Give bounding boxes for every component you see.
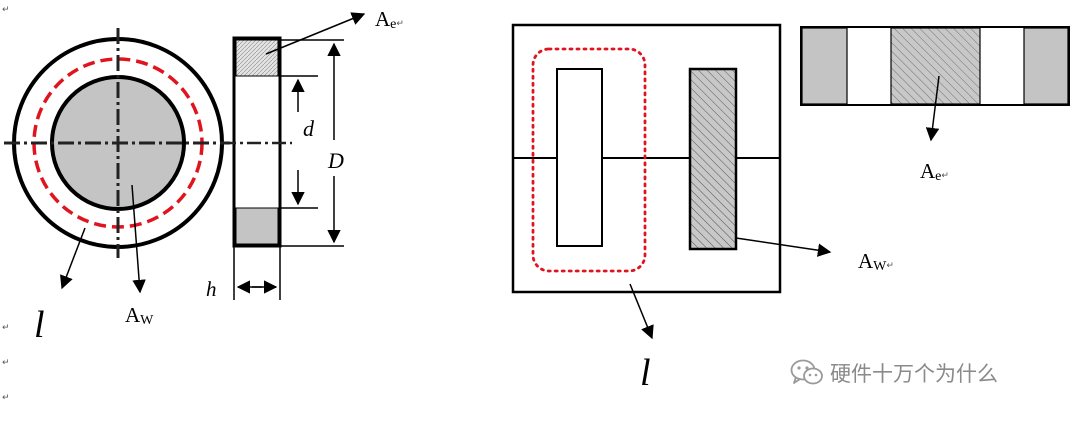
label-h: h <box>206 277 217 301</box>
watermark: 硬件十万个为什么 <box>790 358 998 388</box>
ee-core-front-view: AW↵ l <box>511 23 894 394</box>
section-outer-leg-right <box>1023 27 1069 105</box>
wechat-icon <box>790 359 824 387</box>
label-l-left: l <box>34 304 45 346</box>
section-center-leg <box>890 27 981 105</box>
section-outer-leg-left <box>801 27 848 105</box>
arrow-l-left <box>60 227 86 290</box>
core-section-top <box>235 39 279 77</box>
paragraph-mark: ↵ <box>2 358 10 368</box>
toroid-side-section: d D h Ae↵ <box>206 7 404 301</box>
paragraph-mark: ↵ <box>2 323 10 333</box>
label-ae-right: Ae↵ <box>920 159 949 184</box>
arrow-ae-right <box>925 75 940 142</box>
label-l-right: l <box>640 352 651 394</box>
window-right-hatched <box>688 67 738 251</box>
watermark-text: 硬件十万个为什么 <box>830 362 998 386</box>
paragraph-mark: ↵ <box>2 393 10 403</box>
label-d: d <box>303 116 315 141</box>
arrow-l-right <box>629 283 654 340</box>
label-aw-right: AW↵ <box>858 249 894 274</box>
label-ae-left: Ae↵ <box>375 7 404 32</box>
arrow-ae-left <box>265 12 366 55</box>
label-aw-left: AW <box>125 303 154 328</box>
toroid-front-view: l AW <box>4 28 230 346</box>
window-left <box>556 68 603 247</box>
arrow-aw-left <box>131 184 146 294</box>
core-section-bottom <box>235 207 279 245</box>
paragraph-mark: ↵ <box>2 5 10 15</box>
magnetic-path-dotted <box>531 47 647 273</box>
arrow-aw-right <box>735 237 832 257</box>
ee-core-top-section: Ae↵ <box>800 26 1070 184</box>
label-D: D <box>327 148 344 173</box>
